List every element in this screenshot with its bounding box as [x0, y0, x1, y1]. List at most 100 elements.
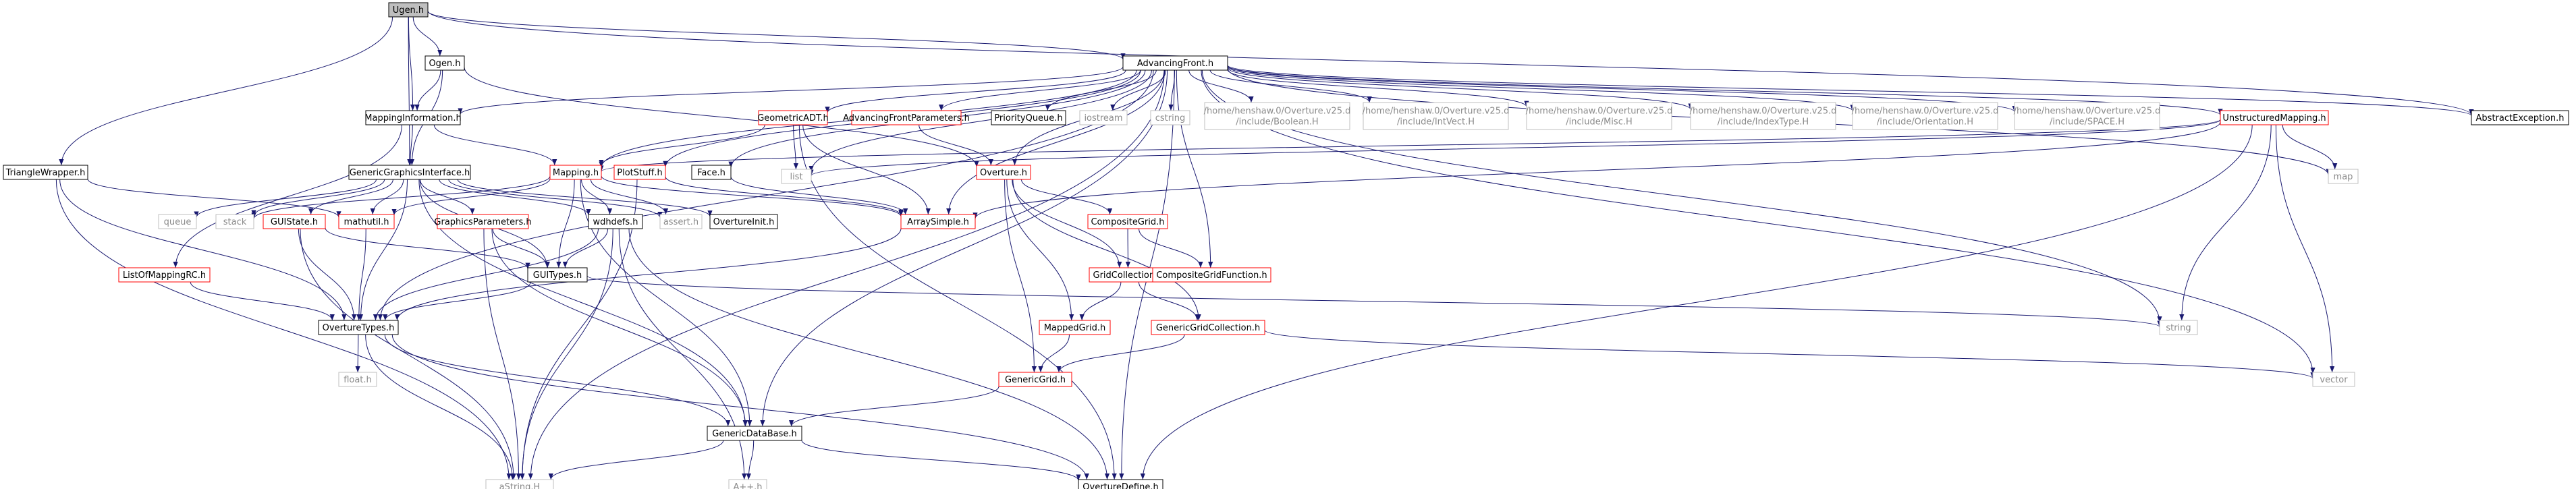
edge-ggi-to-ovinit: [457, 179, 713, 217]
node-label-line-orientation-1: /include/Orientation.H: [1877, 117, 1973, 127]
node-box-geomadt: [758, 110, 828, 125]
node-ovinit[interactable]: OvertureInit.h: [709, 214, 778, 229]
node-label-string: string: [2166, 323, 2191, 333]
node-label-aplusplus: A++.h: [733, 482, 762, 489]
node-abstractexc[interactable]: AbstractException.h: [2471, 110, 2569, 125]
node-cstring: cstring: [1150, 110, 1190, 125]
node-wdhdefs[interactable]: wdhdefs.h: [588, 214, 643, 229]
node-box-ugen: [388, 2, 429, 18]
node-overture[interactable]: Overture.h: [976, 165, 1031, 180]
node-label-face: Face.h: [697, 168, 725, 178]
node-box-orientation: [1852, 102, 1998, 130]
node-compgrid[interactable]: CompositeGrid.h: [1087, 214, 1168, 229]
node-label-line-gridcoll-0: GridCollection.h: [1093, 270, 1163, 281]
node-ovdefine[interactable]: OvertureDefine.h: [1078, 479, 1163, 489]
edge-wdhdefs-to-aplusplus: [618, 228, 747, 480]
node-box-misc: [1526, 102, 1672, 130]
edge-unstruct-to-vector: [2275, 124, 2335, 373]
node-box-asserth: [659, 214, 703, 229]
edge-triwrap-to-mathutil: [87, 178, 341, 218]
node-advparams[interactable]: AdvancingFrontParameters.h: [843, 110, 970, 125]
edge-advfront-to-vector: [1201, 69, 2315, 374]
node-orientation: /home/henshaw.0/Overture.v25.d/include/O…: [1852, 102, 1998, 130]
edge-ugen-to-ogen: [412, 16, 443, 57]
node-box-ogen: [424, 55, 465, 71]
edge-advparams-to-overture: [919, 124, 993, 166]
node-gengridcoll[interactable]: GenericGridCollection.h: [1151, 320, 1265, 335]
node-box-gendatabase: [707, 426, 802, 441]
node-boolean: /home/henshaw.0/Overture.v25.d/include/B…: [1204, 102, 1350, 130]
node-compgridfunc[interactable]: CompositeGridFunction.h: [1152, 267, 1271, 283]
node-label-line-string-0: string: [2166, 323, 2191, 333]
node-vector: vector: [2312, 372, 2355, 387]
node-guistate[interactable]: GUIState.h: [263, 214, 326, 229]
node-label-pqueue: PriorityQueue.h: [994, 113, 1062, 123]
node-label-astring: aString.H: [499, 482, 541, 489]
node-label-intvect: /home/henshaw.0/Overture.v25.d/include/I…: [1363, 107, 1510, 127]
node-asserth: assert.h: [659, 214, 703, 229]
edge-advfront-to-gendatabase: [760, 69, 1168, 427]
node-gendatabase[interactable]: GenericDataBase.h: [707, 426, 802, 441]
node-unstruct[interactable]: UnstructuredMapping.h: [2220, 110, 2329, 125]
node-queue: queue: [158, 214, 197, 229]
node-label-cstring: cstring: [1155, 113, 1185, 123]
node-label-advfront: AdvancingFront.h: [1137, 59, 1213, 69]
node-ggi[interactable]: GenericGraphicsInterface.h: [348, 165, 471, 180]
node-box-boolean: [1204, 102, 1350, 130]
node-box-mathutil: [338, 214, 395, 229]
node-astring: aString.H: [485, 479, 554, 489]
node-label-line-cstring-0: cstring: [1155, 113, 1185, 123]
node-arraysimple[interactable]: ArraySimple.h: [900, 214, 976, 229]
node-guitypes[interactable]: GUITypes.h: [527, 267, 588, 283]
dependency-edges: [55, 10, 2474, 481]
node-plotstuff[interactable]: PlotStuff.h: [613, 165, 666, 180]
node-box-compgridfunc: [1152, 267, 1271, 283]
node-geomadt[interactable]: GeometricADT.h: [757, 110, 829, 125]
edge-guitypes-to-string: [586, 275, 2162, 327]
node-triwrap[interactable]: TriangleWrapper.h: [3, 165, 88, 180]
edge-advfront-to-list: [809, 69, 1152, 172]
edge-ugen-to-mapinfo: [408, 16, 416, 111]
edge-unstruct-to-ovdefine: [1140, 124, 2253, 480]
node-graphparams[interactable]: GraphicsParameters.h: [434, 214, 532, 229]
node-label-ovinit: OvertureInit.h: [713, 217, 775, 227]
node-label-line-gengridcoll-0: GenericGridCollection.h: [1156, 323, 1260, 333]
edge-guitypes-to-ovtypes: [383, 281, 531, 321]
node-advfront[interactable]: AdvancingFront.h: [1122, 55, 1228, 71]
node-listmaprc[interactable]: ListOfMappingRC.h: [118, 267, 211, 283]
edge-overture-to-gengridcoll: [1012, 179, 1201, 321]
node-mapinfo[interactable]: MappingInformation.h: [364, 110, 462, 125]
node-gridcoll[interactable]: GridCollection.h: [1089, 267, 1168, 283]
node-pqueue[interactable]: PriorityQueue.h: [991, 110, 1066, 125]
edge-wdhdefs-to-ovdefine: [628, 228, 1110, 480]
edge-advfront-to-geomadt: [825, 69, 1126, 113]
node-box-aplusplus: [728, 479, 767, 489]
edge-graphparams-to-gendatabase: [491, 228, 748, 427]
edge-advfront-to-mapinfo: [458, 66, 1124, 115]
node-box-genericgrid: [998, 372, 1072, 387]
node-mappedgrid[interactable]: MappedGrid.h: [1039, 320, 1111, 335]
edge-mapping-to-mathutil: [391, 178, 551, 215]
edge-wdhdefs-to-guitypes: [562, 228, 609, 268]
node-box-guitypes: [527, 267, 588, 283]
edge-ugen-to-ggi: [407, 16, 412, 166]
node-label-line-iostream-0: iostream: [1084, 113, 1122, 123]
node-label-line-aplusplus-0: A++.h: [733, 482, 762, 489]
edge-compgrid-to-compgridfunc: [1139, 228, 1203, 268]
node-face[interactable]: Face.h: [691, 165, 732, 180]
node-intvect: /home/henshaw.0/Overture.v25.d/include/I…: [1363, 102, 1510, 130]
node-mathutil[interactable]: mathutil.h: [338, 214, 395, 229]
node-label-stack: stack: [223, 217, 247, 227]
node-box-guistate: [263, 214, 326, 229]
node-ovtypes[interactable]: OvertureTypes.h: [318, 320, 399, 335]
node-genericgrid[interactable]: GenericGrid.h: [998, 372, 1072, 387]
edge-triwrap-to-astring: [55, 179, 512, 480]
node-ugen[interactable]: Ugen.h: [388, 2, 429, 18]
node-label-line-boolean-1: /include/Boolean.H: [1236, 117, 1318, 127]
node-label-line-mappedgrid-0: MappedGrid.h: [1044, 323, 1106, 333]
node-label-line-graphparams-0: GraphicsParameters.h: [434, 217, 531, 227]
node-ogen[interactable]: Ogen.h: [424, 55, 465, 71]
node-mapping[interactable]: Mapping.h: [549, 165, 602, 180]
edge-advfront-to-misc: [1227, 69, 1529, 107]
